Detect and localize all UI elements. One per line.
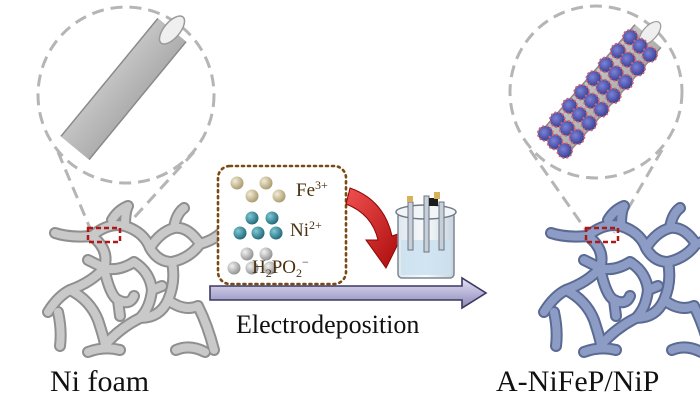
ni-foam-zoom: [36, 5, 216, 235]
nanosheet-cluster: [604, 87, 622, 105]
left-zoom-line: [56, 151, 94, 234]
nanosheet-cluster: [617, 73, 634, 91]
process-arrow: [209, 276, 488, 310]
left-zoom-circle: [36, 5, 216, 185]
nanosheet-cluster: [556, 142, 574, 160]
right-zoom-line: [528, 149, 590, 234]
ni-foam-structure: [48, 206, 222, 352]
hypophosphite-spheres: [227, 247, 277, 275]
right-highlight-box: [584, 226, 620, 244]
coated-foam-structure: [544, 206, 700, 352]
electrolytic-cell-icon: [395, 192, 457, 279]
left-highlight-box: [86, 226, 122, 244]
fe-ion-label: Fe3+: [296, 178, 328, 201]
red-curved-arrow: [345, 187, 405, 269]
ni-ion-label: Ni2+: [290, 218, 322, 241]
right-zoom-circle: [508, 4, 684, 180]
ni-foam-label: Ni foam: [50, 365, 150, 398]
coated-foam-zoom: [508, 4, 684, 234]
product-label: A-NiFeP/NiP: [496, 365, 660, 398]
nanosheet-cluster: [568, 128, 586, 146]
nanosheet-cluster: [592, 101, 610, 118]
nanosheet-cluster: [580, 114, 598, 132]
nanosheet-cluster: [629, 59, 646, 77]
nanosheet-cluster: [641, 46, 659, 63]
nanosheet-layer: [536, 29, 659, 160]
ni-rod: [60, 15, 187, 161]
hypophosphite-label: H2PO2−: [252, 255, 309, 280]
fe-ion-spheres: [230, 176, 286, 203]
electrodeposition-label: Electrodeposition: [236, 310, 420, 339]
ni-ion-spheres: [233, 211, 283, 240]
